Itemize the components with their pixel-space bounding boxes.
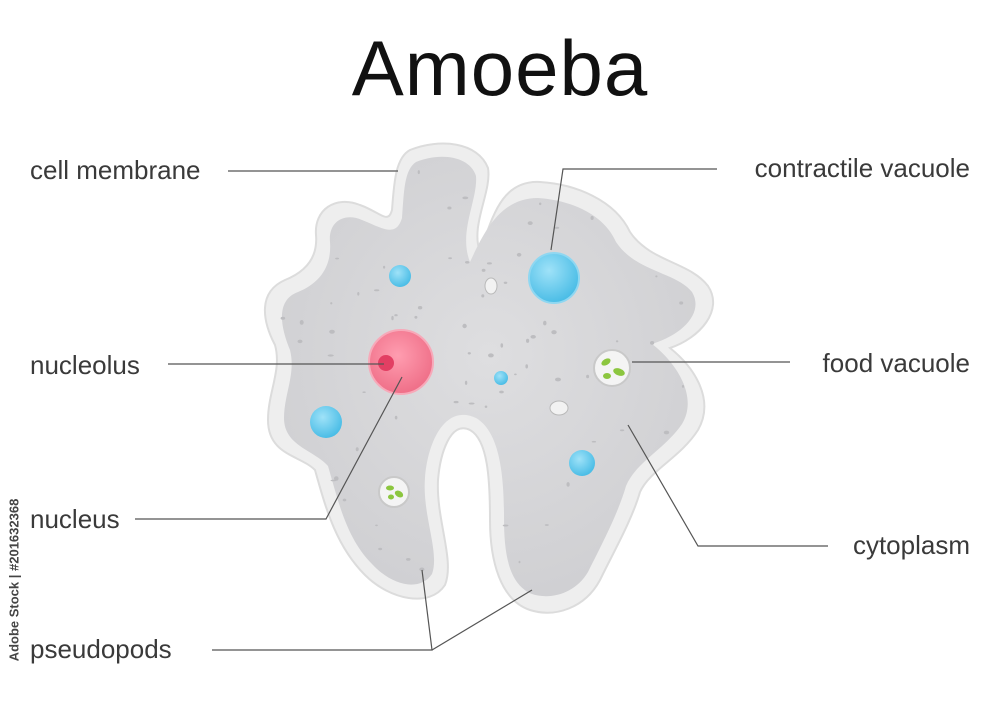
- granule: [499, 390, 504, 394]
- granule: [280, 316, 286, 320]
- small-vacuole: [389, 265, 411, 287]
- label-contractile-vacuole: contractile vacuole: [754, 153, 970, 183]
- granule: [530, 335, 536, 339]
- granule: [334, 476, 339, 481]
- granule: [329, 329, 335, 334]
- vesicle: [484, 277, 498, 295]
- granule: [488, 353, 494, 358]
- granule: [591, 440, 597, 443]
- nucleus: [368, 329, 434, 395]
- cytoplasm-granules: [280, 170, 685, 572]
- granule: [554, 226, 560, 229]
- granule: [551, 330, 557, 335]
- granule: [448, 257, 452, 260]
- diagram-title: Amoeba: [351, 24, 649, 112]
- contractile-vacuole: [528, 252, 580, 304]
- label-pseudopods: pseudopods: [30, 634, 172, 664]
- granule: [527, 221, 533, 226]
- granule: [394, 314, 398, 317]
- label-nucleolus: nucleolus: [30, 350, 140, 380]
- granule: [655, 275, 658, 278]
- granule: [619, 429, 625, 432]
- granule: [590, 216, 594, 220]
- granule: [417, 306, 423, 310]
- granule: [355, 447, 359, 452]
- granule: [468, 402, 475, 405]
- label-food-vacuole: food vacuole: [822, 348, 970, 378]
- label-cell-membrane: cell membrane: [30, 155, 201, 185]
- granule: [516, 252, 522, 257]
- small-vacuole: [569, 450, 595, 476]
- granule: [543, 320, 547, 326]
- label-nucleus: nucleus: [30, 504, 120, 534]
- granule: [484, 405, 488, 408]
- granule: [464, 380, 468, 385]
- food-vacuole: [593, 349, 631, 387]
- granule: [526, 338, 530, 343]
- granule: [417, 170, 420, 175]
- granule: [394, 415, 398, 420]
- granule: [555, 377, 561, 382]
- leader-lines: [135, 168, 828, 651]
- granule: [679, 301, 684, 305]
- granule: [299, 320, 304, 325]
- granule: [330, 302, 333, 305]
- granule: [465, 261, 470, 264]
- granule: [462, 323, 467, 329]
- granule: [650, 341, 655, 345]
- granule: [297, 339, 303, 344]
- vesicle: [549, 400, 569, 416]
- granule: [544, 524, 549, 526]
- granule: [486, 262, 492, 265]
- stock-credit: Adobe Stock | #201632368: [4, 480, 24, 680]
- granule: [342, 498, 347, 502]
- granule: [481, 268, 486, 272]
- granule: [335, 257, 340, 260]
- granule: [419, 567, 425, 572]
- small-vacuole: [310, 406, 342, 438]
- granule: [447, 206, 452, 210]
- small-vacuole: [494, 371, 508, 385]
- granule: [481, 294, 485, 298]
- granule: [467, 352, 471, 355]
- granule: [500, 343, 504, 348]
- granule: [503, 281, 508, 284]
- granule: [391, 315, 394, 321]
- granule: [357, 292, 360, 296]
- granule: [586, 374, 590, 379]
- granule: [406, 558, 411, 561]
- nucleolus: [378, 355, 394, 371]
- granule: [374, 289, 380, 292]
- food-vacuole: [378, 476, 410, 508]
- granule: [681, 385, 685, 388]
- granule: [502, 524, 509, 527]
- granule: [383, 265, 386, 269]
- stock-credit-text: Adobe Stock | #201632368: [6, 498, 22, 662]
- granule: [525, 364, 528, 369]
- granule: [514, 373, 517, 376]
- granule: [462, 196, 469, 200]
- granule: [375, 524, 378, 527]
- granule: [362, 391, 366, 394]
- granule: [539, 202, 542, 206]
- granule: [414, 315, 418, 319]
- granule: [518, 560, 521, 564]
- granule: [327, 354, 334, 357]
- label-cytoplasm: cytoplasm: [852, 530, 970, 560]
- granule: [615, 340, 619, 343]
- granule: [378, 547, 383, 551]
- granule: [663, 430, 670, 435]
- granule: [453, 400, 459, 404]
- granule: [566, 482, 570, 487]
